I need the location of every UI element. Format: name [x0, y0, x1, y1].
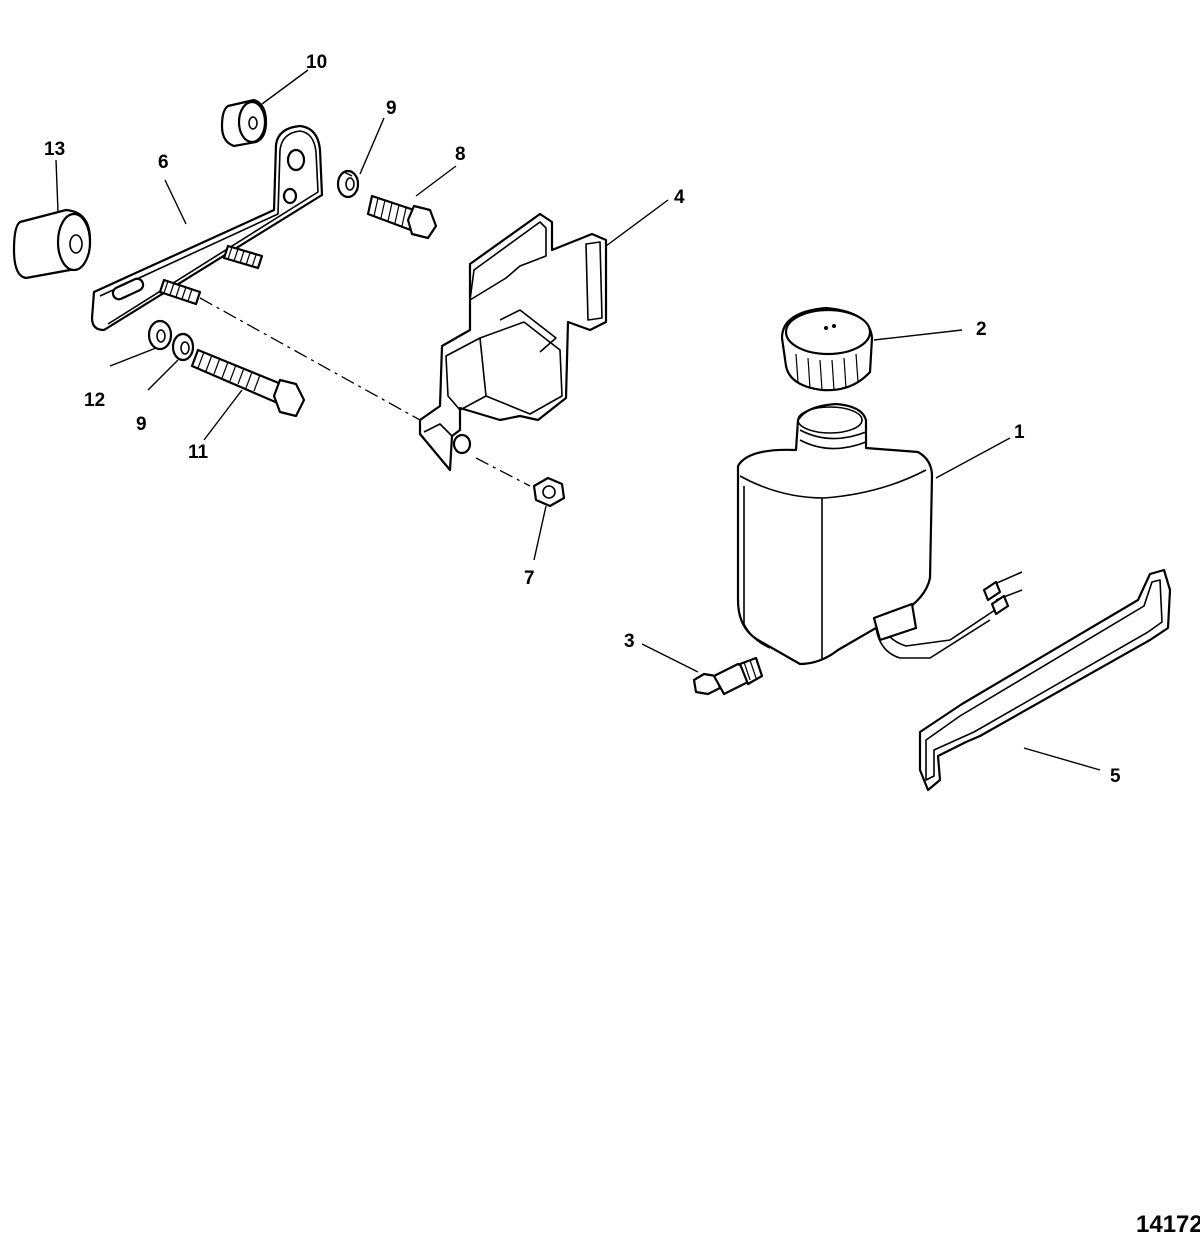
assembly-centerline [199, 297, 531, 487]
callout-12: 12 [84, 390, 105, 411]
callout-11: 11 [188, 442, 209, 463]
callout-9-lower: 9 [136, 414, 147, 435]
callout-3: 3 [624, 631, 635, 652]
figure-id: 14172 [1136, 1211, 1200, 1238]
part-13-spacer [12, 208, 92, 280]
part-7-nut [532, 476, 566, 508]
callout-labels: 10 6 13 9 8 4 2 1 12 9 11 7 3 5 [44, 52, 1121, 787]
leader-lines [55, 69, 1101, 771]
part-1-reservoir [736, 402, 1023, 666]
callout-6: 6 [158, 152, 169, 173]
wire-terminals [982, 571, 1023, 616]
callout-10: 10 [306, 52, 327, 73]
part-9-lock-washer-lower [171, 332, 195, 362]
stud-lower [158, 278, 202, 306]
part-10-spacer [220, 98, 268, 148]
callout-7: 7 [524, 568, 535, 589]
stud-upper [222, 244, 264, 270]
part-6-plate [90, 124, 324, 332]
part-9-lock-washer-upper [336, 169, 360, 199]
callout-9-upper: 9 [386, 98, 397, 119]
callout-5: 5 [1110, 766, 1121, 787]
part-11-long-bolt [190, 348, 306, 418]
part-8-bolt [366, 194, 438, 240]
callout-4: 4 [674, 187, 685, 208]
callout-1: 1 [1014, 422, 1025, 443]
part-3-fitting [692, 656, 764, 696]
callout-2: 2 [976, 319, 987, 340]
callout-8: 8 [455, 144, 466, 165]
part-12-flat-washer [147, 319, 173, 351]
part-4-bracket [418, 212, 608, 472]
callout-13: 13 [44, 139, 65, 160]
part-2-cap [780, 306, 874, 392]
part-5-strap [918, 568, 1172, 792]
